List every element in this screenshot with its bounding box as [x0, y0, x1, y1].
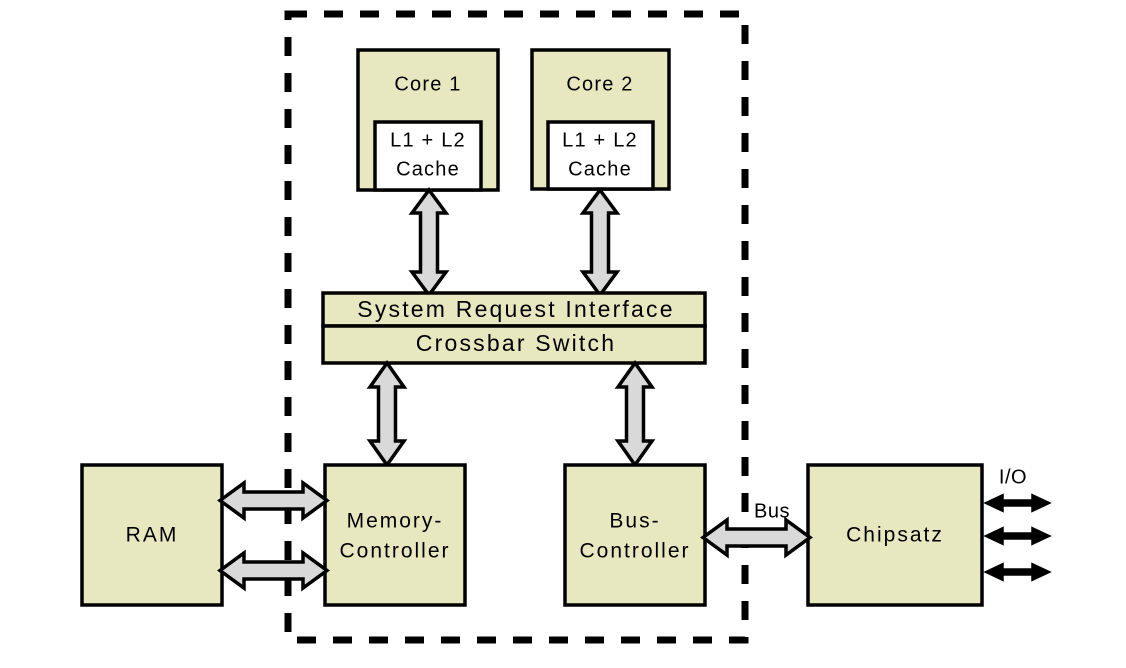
- bus-label: Bus: [754, 500, 790, 522]
- memory-controller-label-line1: Memory-: [347, 510, 444, 533]
- memory-controller-box: [323, 463, 467, 607]
- system-request-interface-label: System Request Interface: [357, 296, 674, 322]
- bus-controller-box: [563, 463, 707, 607]
- core2-to-sri-arrow: [579, 187, 621, 298]
- cpu-die-boundary: [284, 10, 749, 644]
- ram-to-memory-controller-arrow-lower: [217, 549, 330, 592]
- io-arrow-1: [983, 493, 1052, 513]
- core-2-cache-label-line1: L1 + L2: [562, 129, 638, 151]
- ram-to-memory-controller-arrow-upper: [217, 479, 330, 522]
- bus-controller-to-chipsatz-arrow: [700, 516, 813, 559]
- crossbar-to-memory-controller-arrow: [366, 359, 408, 469]
- core-2-cache-label-line2: Cache: [568, 158, 632, 180]
- memory-controller[interactable]: Memory- Controller: [323, 463, 467, 607]
- core-1[interactable]: Core 1 L1 + L2 Cache: [356, 48, 500, 192]
- io-arrow-3: [983, 562, 1052, 582]
- io-label: I/O: [999, 466, 1027, 488]
- core-2[interactable]: Core 2 L1 + L2 Cache: [530, 48, 671, 191]
- ram-box: [80, 463, 224, 607]
- core-1-label: Core 1: [394, 73, 461, 95]
- core-1-cache-label-line2: Cache: [396, 158, 460, 180]
- crossbar-switch[interactable]: Crossbar Switch: [321, 324, 707, 365]
- chipsatz-label: Chipsatz: [846, 524, 944, 547]
- memory-controller-label-line2: Controller: [339, 540, 450, 563]
- bus-controller[interactable]: Bus- Controller: [563, 463, 707, 607]
- io-arrow-2: [983, 526, 1052, 546]
- bus-controller-label-line2: Controller: [579, 540, 690, 563]
- bus-controller-label-line1: Bus-: [609, 510, 660, 533]
- chipsatz[interactable]: Chipsatz: [806, 463, 984, 607]
- core-1-cache-label-line1: L1 + L2: [390, 129, 466, 151]
- crossbar-to-bus-controller-arrow: [614, 359, 656, 469]
- ram[interactable]: RAM: [80, 463, 224, 607]
- core1-to-sri-arrow: [408, 187, 450, 298]
- core-2-cache-box: [546, 120, 655, 191]
- core-2-label: Core 2: [566, 73, 633, 95]
- crossbar-switch-label: Crossbar Switch: [416, 330, 616, 356]
- crossbar-switch-box: [321, 324, 707, 365]
- system-request-interface[interactable]: System Request Interface: [321, 291, 707, 328]
- ram-label: RAM: [126, 524, 179, 547]
